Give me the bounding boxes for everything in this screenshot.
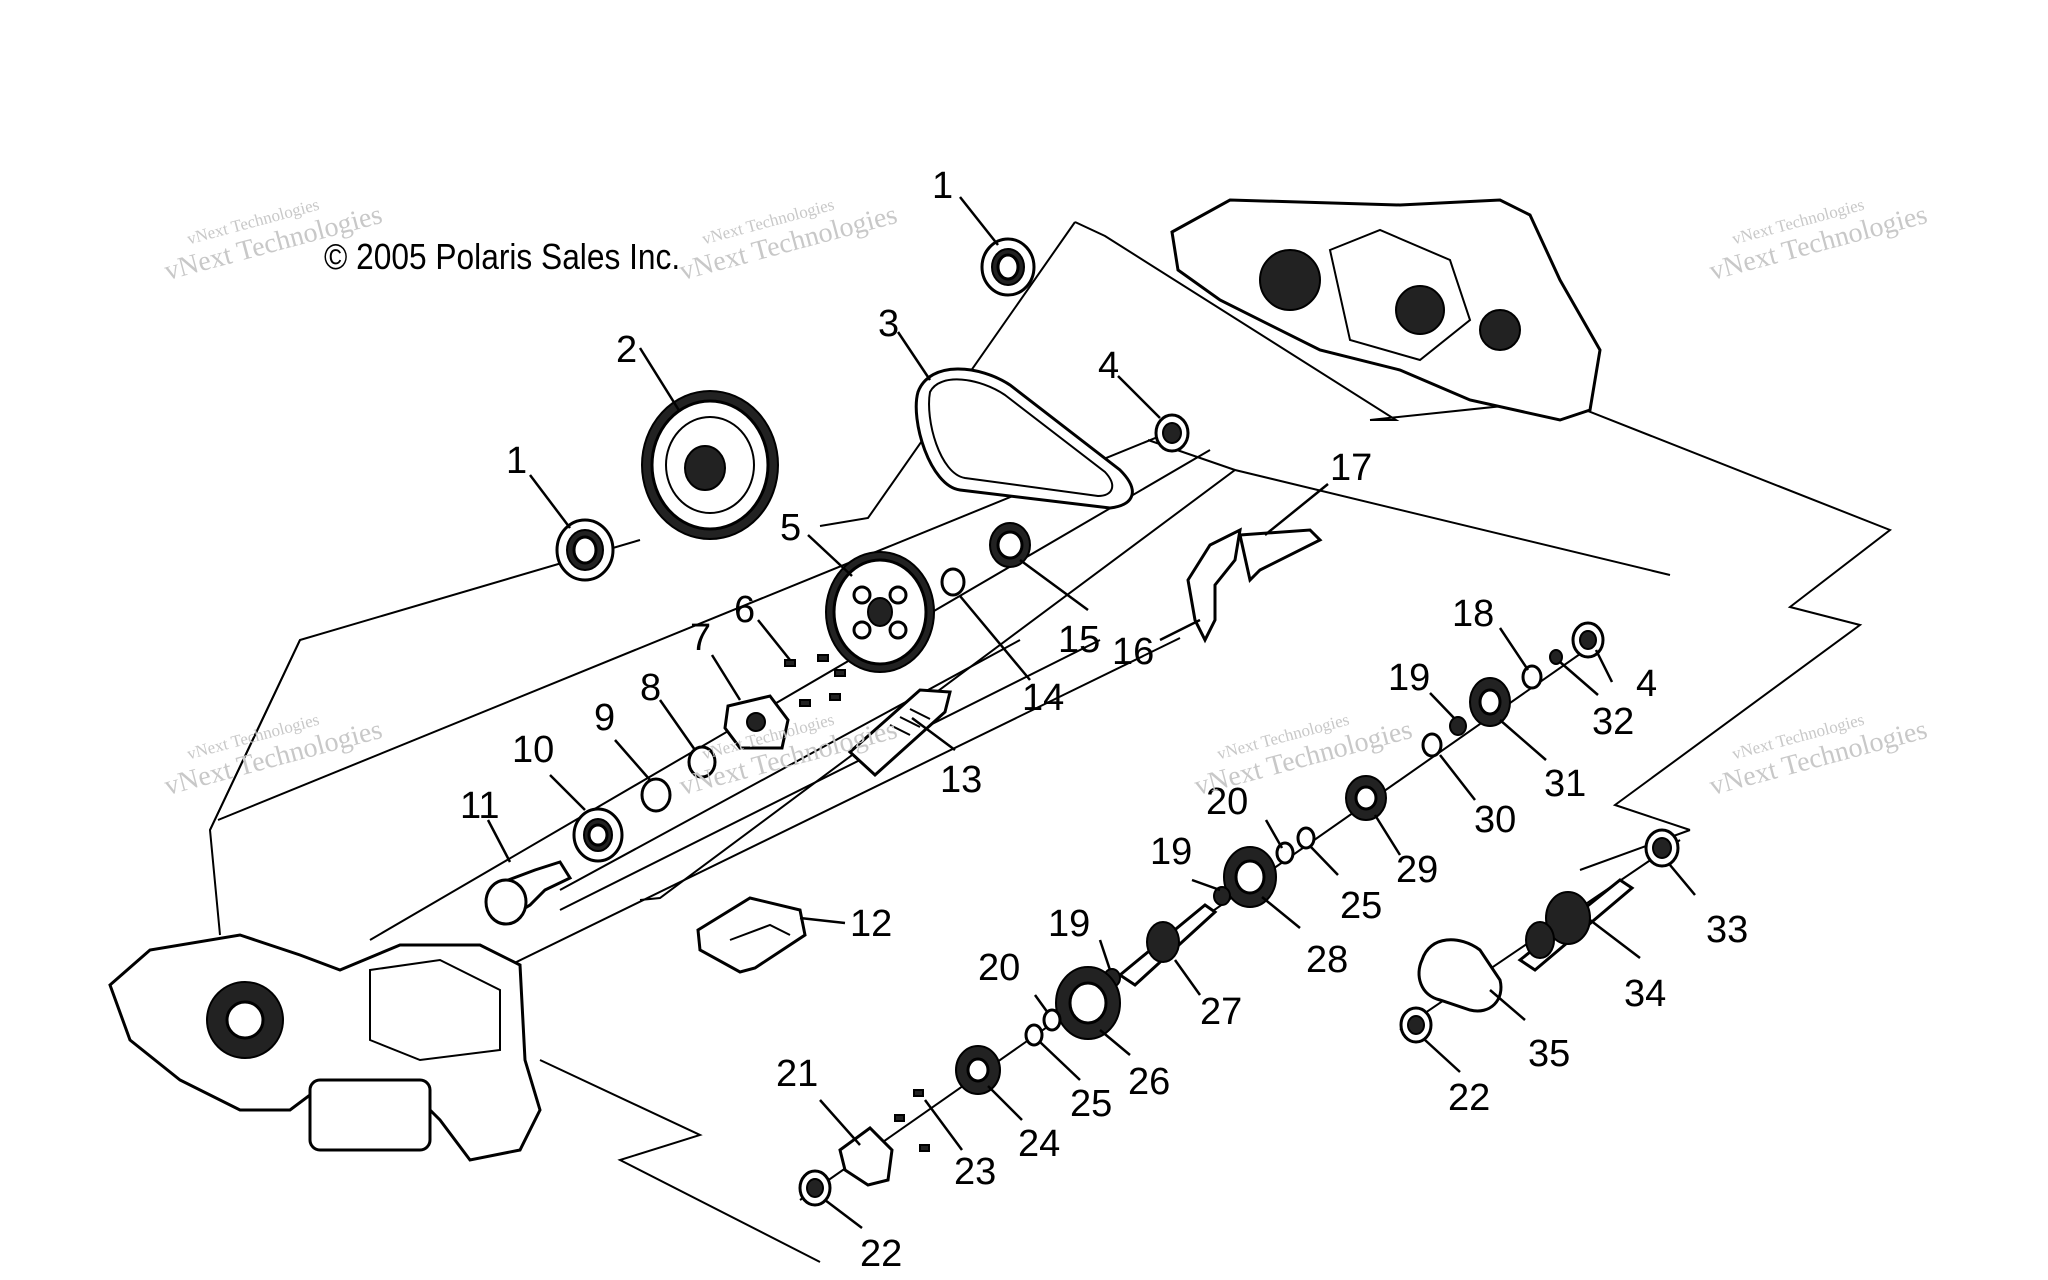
part-13-shaft xyxy=(847,688,952,778)
callout-34: 34 xyxy=(1624,973,1666,1015)
part-27-shaft xyxy=(1117,903,1218,987)
part-23-dowels xyxy=(894,1089,930,1152)
part-22-bearing-lower xyxy=(798,1169,832,1207)
transmission-main-housing xyxy=(108,933,542,1162)
callout-25-lower: 25 xyxy=(1070,1083,1112,1125)
callout-20-upper: 20 xyxy=(1206,781,1248,823)
callout-32: 32 xyxy=(1592,701,1634,743)
callout-23: 23 xyxy=(954,1151,996,1193)
part-24-hub xyxy=(955,1045,1001,1095)
part-14-ring xyxy=(940,567,966,597)
callout-10: 10 xyxy=(512,729,554,771)
leader-lines xyxy=(486,196,1696,1229)
callout-7: 7 xyxy=(690,617,711,659)
part-21-plate xyxy=(838,1126,894,1187)
part-5-gear xyxy=(825,551,935,673)
part-7-plate xyxy=(723,694,790,750)
copyright-notice: © 2005 Polaris Sales Inc. xyxy=(324,236,681,277)
part-12-guard xyxy=(696,896,807,974)
part-35-chain xyxy=(1417,938,1503,1013)
part-22-bearing-right xyxy=(1399,1006,1433,1044)
callout-26: 26 xyxy=(1128,1061,1170,1103)
part-19-bearing-middle xyxy=(1213,886,1231,906)
part-26-gear xyxy=(1055,966,1121,1040)
part-9-ring xyxy=(640,777,672,813)
callout-21: 21 xyxy=(776,1053,818,1095)
callout-17: 17 xyxy=(1330,447,1372,489)
part-10-bearing xyxy=(572,807,624,863)
callout-1-left: 1 xyxy=(506,440,527,482)
part-1-bearing-left xyxy=(555,518,615,582)
part-18-ring xyxy=(1521,664,1543,690)
callout-14: 14 xyxy=(1022,677,1064,719)
part-19-bearing-upper xyxy=(1449,716,1467,736)
callout-16: 16 xyxy=(1112,631,1154,673)
callout-22-bottom: 22 xyxy=(860,1233,902,1275)
part-32-spacer xyxy=(1549,649,1563,665)
part-28-gear xyxy=(1223,846,1277,908)
callout-5: 5 xyxy=(780,507,801,549)
callout-27: 27 xyxy=(1200,991,1242,1033)
callout-6: 6 xyxy=(734,589,755,631)
callout-1-top: 1 xyxy=(932,165,953,207)
part-25-ring-upper xyxy=(1296,826,1316,850)
callout-20-lower: 20 xyxy=(978,947,1020,989)
part-17-shift-arm xyxy=(1238,528,1323,583)
part-2-gear xyxy=(641,390,779,540)
part-20-ring-lower xyxy=(1042,1008,1062,1032)
callout-18: 18 xyxy=(1452,593,1494,635)
callout-4-right: 4 xyxy=(1636,663,1657,705)
part-6-dowels xyxy=(784,654,846,707)
callout-35: 35 xyxy=(1528,1033,1570,1075)
callout-31: 31 xyxy=(1544,763,1586,805)
callout-3: 3 xyxy=(878,303,899,345)
callout-25-upper: 25 xyxy=(1340,885,1382,927)
part-4-bearing-upper xyxy=(1154,413,1190,453)
part-11-shaft xyxy=(484,860,573,926)
callout-2: 2 xyxy=(616,329,637,371)
part-8-ring xyxy=(687,745,717,779)
callout-8: 8 xyxy=(640,667,661,709)
callout-29: 29 xyxy=(1396,849,1438,891)
callout-4-top: 4 xyxy=(1098,345,1119,387)
part-25-ring-lower xyxy=(1024,1023,1044,1047)
callout-19-lower: 19 xyxy=(1048,903,1090,945)
part-15-sprocket xyxy=(989,522,1031,568)
part-20-ring-upper xyxy=(1275,841,1295,865)
callout-24: 24 xyxy=(1018,1123,1060,1165)
part-30-ring xyxy=(1421,732,1443,758)
callout-33: 33 xyxy=(1706,909,1748,951)
part-33-bearing xyxy=(1644,828,1680,868)
part-1-bearing-upper xyxy=(980,237,1036,297)
part-29-hub xyxy=(1345,775,1387,821)
part-34-shaft xyxy=(1517,878,1635,972)
callout-19-upper: 19 xyxy=(1388,657,1430,699)
callout-30: 30 xyxy=(1474,799,1516,841)
part-16-shift-fork xyxy=(1186,527,1242,644)
part-3-chain xyxy=(914,367,1134,510)
callout-28: 28 xyxy=(1306,939,1348,981)
callout-11: 11 xyxy=(460,785,499,827)
transmission-cover-housing xyxy=(1170,198,1602,422)
callout-19-middle: 19 xyxy=(1150,831,1192,873)
part-31-gear xyxy=(1469,677,1511,727)
callout-13: 13 xyxy=(940,759,982,801)
callout-12: 12 xyxy=(850,903,892,945)
part-4-bearing-right xyxy=(1571,621,1605,659)
callout-labels: 1 1 2 3 4 4 5 6 7 8 9 10 11 12 13 14 15 … xyxy=(460,165,1748,1275)
callout-9: 9 xyxy=(594,697,615,739)
callout-22-right: 22 xyxy=(1448,1077,1490,1119)
callout-15: 15 xyxy=(1058,619,1100,661)
